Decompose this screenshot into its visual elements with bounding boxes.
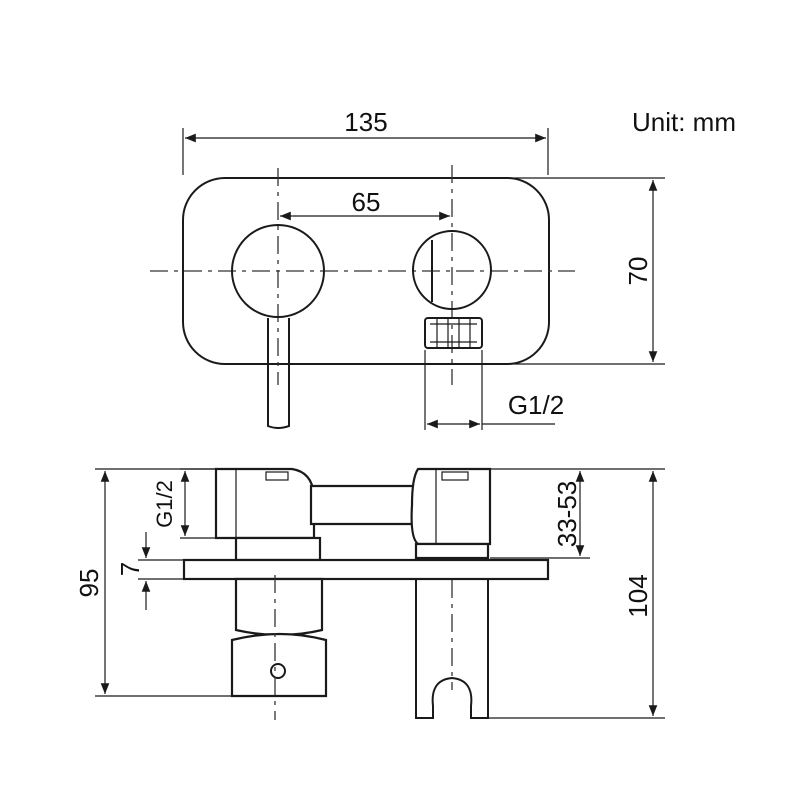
dim-plate-height: 70 [510, 177, 665, 365]
dim-g12-outlet-label: G1/2 [508, 390, 564, 420]
dim-33-53-label: 33-53 [552, 481, 582, 548]
connecting-pipe [309, 484, 420, 526]
dim-plate-thickness: 7 [115, 532, 184, 610]
shower-outlet-ring [412, 230, 492, 310]
dim-104-label: 104 [623, 574, 653, 617]
mixer-lever [267, 318, 290, 429]
wall-plate-side [182, 558, 550, 581]
dim-g12-inlet-label: G1/2 [152, 480, 177, 528]
cartridge-body [234, 577, 324, 637]
unit-label: Unit: mm [632, 107, 736, 137]
side-view [182, 467, 550, 720]
dim-70-label: 70 [623, 257, 653, 286]
dim-total-depth: 104 [488, 468, 665, 719]
mixer-handle-knob [231, 224, 325, 318]
dim-handle-spacing: 65 [280, 187, 450, 221]
valve-body-left [214, 467, 316, 540]
dim-width-total: 135 [182, 107, 549, 175]
dim-135-label: 135 [344, 107, 387, 137]
hose-holder [415, 579, 489, 719]
front-view [150, 165, 575, 429]
dim-95-label: 95 [74, 569, 104, 598]
dim-inlet-thread: G1/2 [152, 468, 236, 539]
dim-outlet-thread: G1/2 [424, 350, 564, 430]
dim-body-depth: 95 [74, 468, 232, 697]
dim-7-label: 7 [115, 562, 145, 576]
dim-adjust-range: 33-53 [490, 468, 590, 559]
dim-65-label: 65 [352, 187, 381, 217]
lever-screw [270, 663, 286, 679]
outlet-nut [424, 317, 483, 349]
